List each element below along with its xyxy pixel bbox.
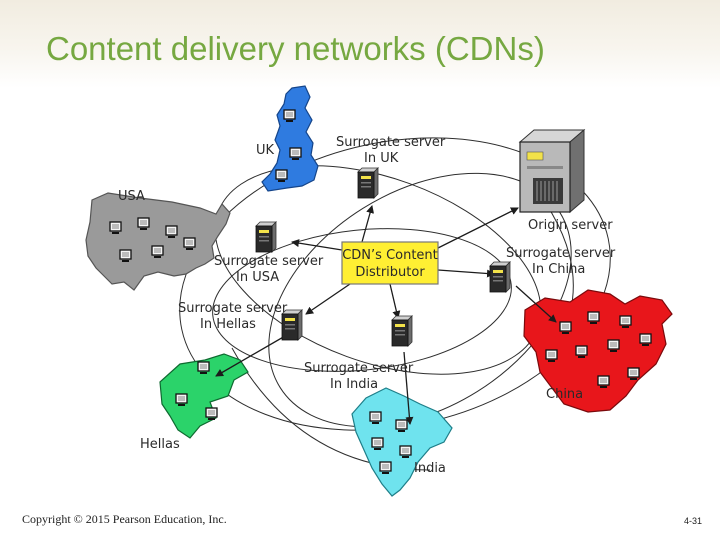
region-label-china: China <box>546 387 583 402</box>
surrogate-hellas-label-line1: Surrogate server <box>178 301 288 316</box>
uk-map <box>261 85 319 192</box>
hellas-map <box>159 353 249 439</box>
surrogate-uk-label-line1: Surrogate server <box>336 135 446 150</box>
surrogate-china-label-line1: Surrogate server <box>506 246 616 261</box>
region-label-uk: UK <box>256 143 275 158</box>
surrogate-usa-label-line2: In USA <box>236 270 279 285</box>
origin-server-icon <box>518 128 586 214</box>
title-band <box>0 0 720 88</box>
surrogate-india-label-line1: Surrogate server <box>304 361 414 376</box>
region-label-usa: USA <box>118 189 145 204</box>
surrogate-server-india-icon <box>391 315 413 347</box>
page-number: 4-31 <box>684 516 703 526</box>
region-label-india: India <box>414 461 446 476</box>
china-map <box>523 289 673 413</box>
surrogate-hellas-label-line2: In Hellas <box>200 317 256 332</box>
surrogate-uk-label-line2: In UK <box>364 151 399 166</box>
origin-server-label: Origin server <box>528 218 613 233</box>
slide-title: Content delivery networks (CDNs) <box>46 30 545 67</box>
india-map <box>351 387 453 497</box>
surrogate-china-label-line2: In China <box>532 262 585 277</box>
content-distributor-box <box>341 241 439 285</box>
surrogate-server-china-icon <box>489 261 511 293</box>
usa-map <box>85 192 231 291</box>
distributor-label-line2: Distributor <box>355 265 425 280</box>
surrogate-usa-label-line1: Surrogate server <box>214 254 324 269</box>
surrogate-india-label-line2: In India <box>330 377 378 392</box>
distribution-arrows <box>215 205 557 425</box>
copyright-footer: Copyright © 2015 Pearson Education, Inc. <box>22 512 227 526</box>
surrogate-server-uk-icon <box>357 167 379 199</box>
region-label-hellas: Hellas <box>140 437 180 452</box>
surrogate-server-usa-icon <box>255 221 277 253</box>
distributor-label-line1: CDN’s Content <box>342 248 438 263</box>
